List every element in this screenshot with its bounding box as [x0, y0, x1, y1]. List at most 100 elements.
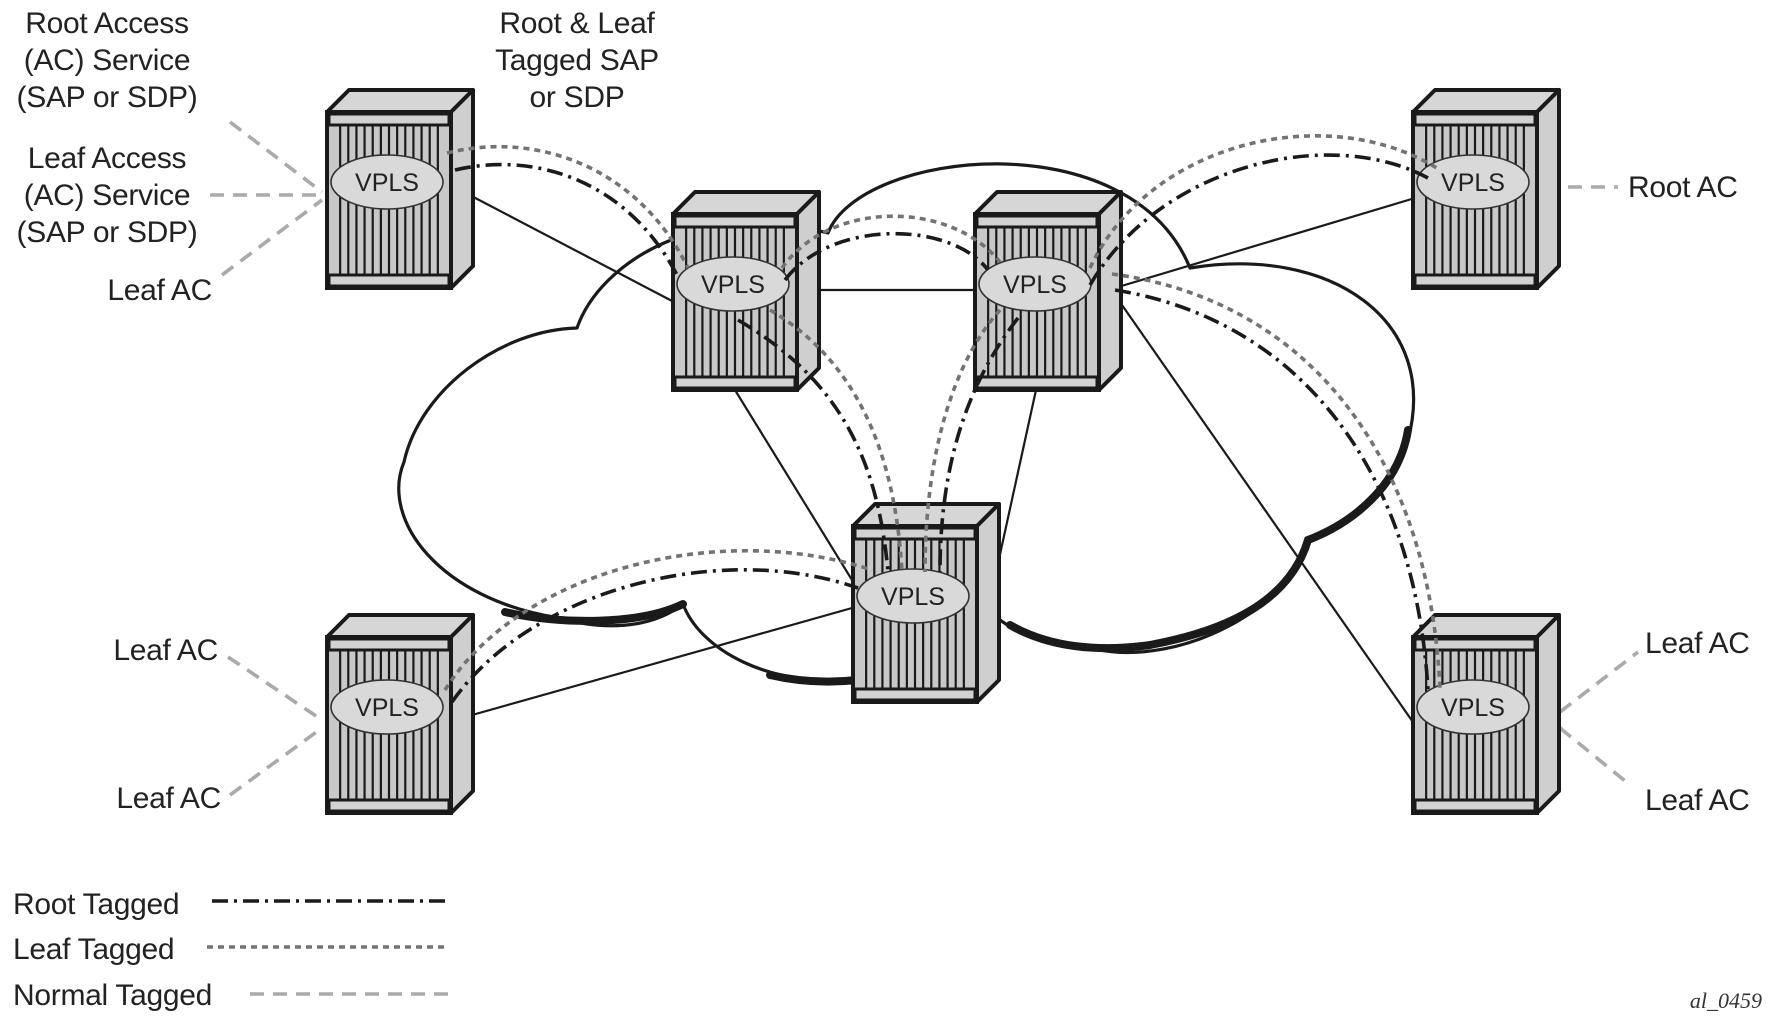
router-top-band — [853, 526, 977, 541]
router-top-face — [671, 190, 821, 216]
leaf-arc-cr-br — [1111, 272, 1442, 691]
leaf-arc-cl-bc — [769, 308, 904, 573]
router-side-face — [449, 613, 475, 815]
link-topleft-centerleft — [459, 189, 675, 303]
leaf-ac-label-topleft: Leaf AC — [107, 274, 212, 307]
router-bottom-center: VPLS — [851, 502, 1001, 704]
vpls-label: VPLS — [881, 583, 945, 611]
normal-line-leaf-ac-br-1 — [1558, 650, 1640, 714]
link-bottomleft-bottomcenter — [464, 606, 853, 719]
vpls-instance — [676, 256, 790, 312]
root-arc-bl-bc — [450, 568, 859, 704]
router-top-face — [1411, 613, 1561, 639]
router-bottom-band — [327, 798, 451, 813]
normal-tagged-lines — [210, 120, 1640, 797]
legend-label-normal: Normal Tagged — [13, 979, 212, 1012]
leaf-arc-tl-cl — [446, 144, 690, 269]
router-bottom-band — [975, 375, 1099, 390]
cloud-shadow-left — [501, 600, 687, 625]
annotations: Root Access (AC) Service (SAP or SDP) Le… — [17, 7, 1750, 817]
leaf-arc-bl-bc — [443, 548, 873, 691]
router-bottom-band — [327, 273, 451, 288]
router-top-right: VPLS — [1411, 88, 1561, 290]
router-side-face — [1535, 88, 1561, 290]
router-bottom-band — [1413, 798, 1537, 813]
leaf-ac-label-bottomleft-1: Leaf AC — [113, 634, 218, 667]
router-top-band — [1413, 112, 1537, 127]
tagged-arcs — [443, 134, 1442, 704]
router-center-right: VPLS — [973, 190, 1123, 392]
link-centerright-topright — [1107, 196, 1416, 292]
root-access-label-3: (SAP or SDP) — [17, 81, 198, 114]
router-side-face — [449, 88, 475, 290]
normal-line-leaf-ac-topleft — [220, 198, 324, 277]
root-access-label-2: (AC) Service — [24, 44, 190, 77]
vpls-label: VPLS — [1441, 694, 1505, 722]
router-bottom-right: VPLS — [1411, 613, 1561, 815]
router-side-face — [795, 190, 821, 392]
router-top-left: VPLS — [325, 88, 475, 290]
legend-label-leaf: Leaf Tagged — [13, 933, 174, 966]
leaf-ac-label-bottomright-1: Leaf AC — [1645, 627, 1750, 660]
leaf-arc-cl-cr — [780, 214, 1002, 270]
root-leaf-tagged-label-3: or SDP — [530, 81, 625, 114]
router-top-band — [1413, 637, 1537, 652]
root-arc-cr-bc — [938, 316, 1020, 573]
legend: Root Tagged Leaf Tagged Normal Tagged — [13, 888, 448, 1012]
routers: VPLS VPLS VPLS VPLS VPLS VPLS VPLS — [325, 88, 1561, 815]
vpls-label: VPLS — [1003, 271, 1067, 299]
network-cloud — [397, 162, 1416, 686]
router-top-face — [325, 613, 475, 639]
vpls-instance — [1416, 679, 1530, 735]
figure-id: al_0459 — [1690, 988, 1762, 1013]
vpls-instance — [856, 568, 970, 624]
router-top-face — [973, 190, 1123, 216]
normal-line-root-access — [228, 120, 324, 194]
vpls-label: VPLS — [701, 271, 765, 299]
leaf-arc-cr-tr — [1088, 134, 1441, 269]
root-ac-label-topright: Root AC — [1628, 171, 1738, 204]
leaf-arc-cr-bc — [923, 308, 1002, 573]
root-access-label-1: Root Access — [25, 7, 188, 40]
router-bottom-band — [1413, 273, 1537, 288]
root-leaf-tagged-label-2: Tagged SAP — [495, 44, 659, 77]
vpls-label: VPLS — [355, 694, 419, 722]
router-top-band — [327, 112, 451, 127]
leaf-access-label-3: (SAP or SDP) — [17, 216, 198, 249]
vpls-instance — [330, 679, 444, 735]
vpls-instance — [1416, 154, 1530, 210]
root-leaf-tagged-label-1: Root & Leaf — [499, 7, 655, 40]
leaf-access-label-2: (AC) Service — [24, 179, 190, 212]
legend-label-root: Root Tagged — [13, 888, 179, 921]
router-bottom-left: VPLS — [325, 613, 475, 815]
router-side-face — [975, 502, 1001, 704]
root-arc-tl-cl — [454, 162, 679, 276]
router-center-left: VPLS — [671, 190, 821, 392]
normal-line-leaf-ac-bl-2 — [228, 726, 324, 797]
vpls-label: VPLS — [355, 169, 419, 197]
link-centerleft-bottomcenter — [734, 389, 853, 581]
router-top-band — [975, 214, 1099, 229]
link-centerright-bottomright — [1114, 294, 1416, 726]
leaf-access-label-1: Leaf Access — [28, 142, 186, 175]
root-arc-cr-br — [1114, 288, 1430, 691]
root-arc-cl-bc — [737, 318, 890, 573]
router-bottom-band — [853, 687, 977, 702]
router-top-band — [327, 637, 451, 652]
root-arc-cr-tr — [1088, 153, 1429, 286]
normal-line-leaf-ac-br-2 — [1558, 726, 1632, 787]
vpls-label: VPLS — [1441, 169, 1505, 197]
router-bottom-band — [673, 375, 797, 390]
router-top-face — [1411, 88, 1561, 114]
vpls-instance — [330, 154, 444, 210]
router-side-face — [1535, 613, 1561, 815]
physical-links — [459, 189, 1416, 726]
cloud-shadow-center — [766, 671, 861, 686]
router-top-band — [673, 214, 797, 229]
root-arc-cl-cr — [783, 231, 990, 282]
cloud-shadow-right — [1006, 426, 1412, 653]
router-top-face — [325, 88, 475, 114]
leaf-ac-label-bottomright-2: Leaf AC — [1645, 784, 1750, 817]
leaf-ac-label-bottomleft-2: Leaf AC — [116, 782, 221, 815]
